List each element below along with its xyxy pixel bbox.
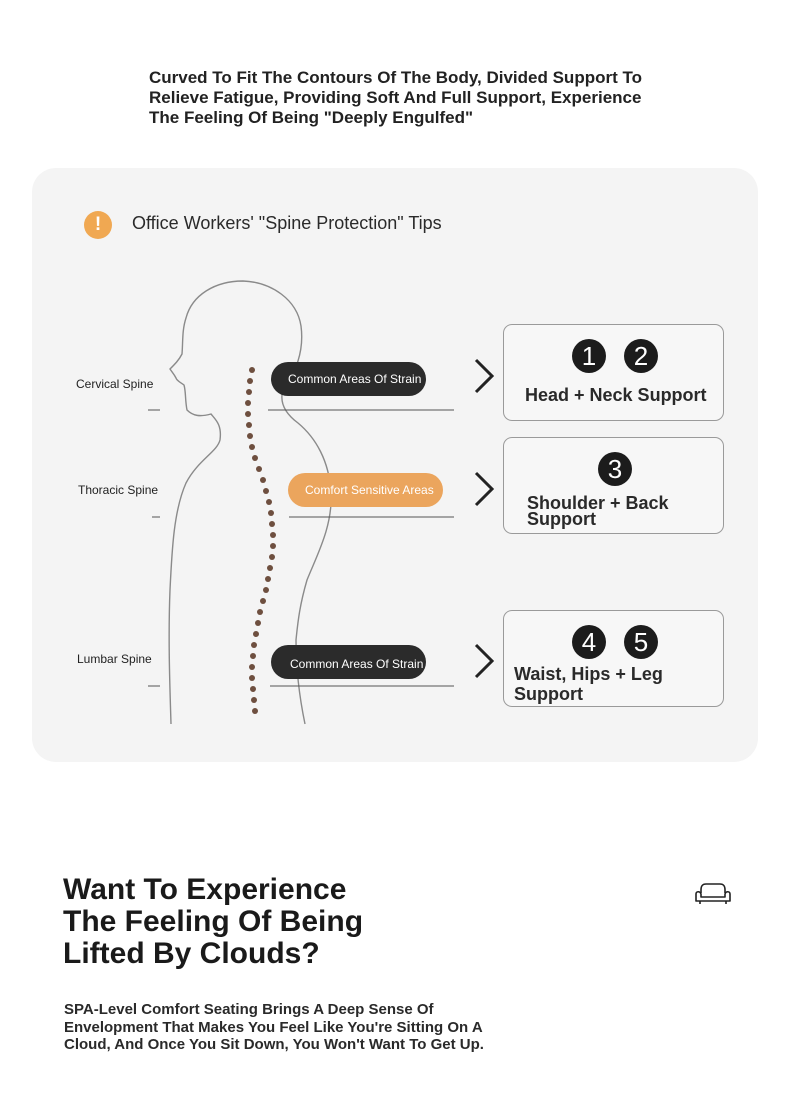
support-label: Waist, Hips + Leg Support: [514, 664, 663, 704]
tips-title: Office Workers' "Spine Protection" Tips: [132, 213, 442, 233]
support-label-line: Head + Neck Support: [525, 385, 707, 405]
number-badge: 5: [624, 625, 658, 659]
description-line: Envelopment That Makes You Feel Like You…: [64, 1018, 483, 1036]
hero-line: Lifted By Clouds?: [63, 937, 320, 970]
label-lumbar-spine: Lumbar Spine: [77, 652, 152, 666]
description-line: Cloud, And Once You Sit Down, You Won't …: [64, 1036, 484, 1053]
exclamation-icon: !: [84, 211, 112, 239]
number-badge: 3: [598, 452, 632, 486]
sofa-icon: [695, 883, 731, 904]
chevron-right-icon: [474, 643, 495, 679]
support-label: Head + Neck Support: [525, 385, 707, 405]
intro-text: Curved To Fit The Contours Of The Body, …: [149, 68, 649, 128]
support-label-line: Support: [514, 684, 583, 704]
pill-comfort: Comfort Sensitive Areas: [288, 473, 443, 507]
support-label: Shoulder + Back Support: [527, 493, 669, 529]
intro-line: Curved To Fit The Contours Of The Body, …: [149, 68, 642, 87]
support-box-waist-hips-leg: 4 5 Waist, Hips + Leg Support: [503, 610, 724, 707]
support-label-line: Support: [527, 509, 596, 529]
support-label-line: Waist, Hips + Leg: [514, 664, 663, 684]
support-box-shoulder-back: 3 Shoulder + Back Support: [503, 437, 724, 534]
hero-heading: Want To Experience The Feeling Of Being …: [63, 874, 363, 970]
number-badge: 4: [572, 625, 606, 659]
support-box-head-neck: 1 2 Head + Neck Support: [503, 324, 724, 421]
chevron-right-icon: [474, 358, 495, 394]
chevron-right-icon: [474, 471, 495, 507]
pill-strain-bottom: Common Areas Of Strain: [271, 645, 426, 679]
number-badge: 2: [624, 339, 658, 373]
hero-line: The Feeling Of Being: [63, 905, 364, 938]
hero-line: Want To Experience: [63, 873, 347, 906]
description-line: SPA-Level Comfort Seating Brings A Deep …: [64, 1001, 434, 1018]
support-label-line: Shoulder + Back: [527, 493, 669, 513]
label-cervical-spine: Cervical Spine: [76, 377, 154, 391]
number-badge: 1: [572, 339, 606, 373]
pill-strain-top: Common Areas Of Strain: [271, 362, 426, 396]
hero-description: SPA-Level Comfort Seating Brings A Deep …: [64, 1001, 484, 1054]
intro-line: Relieve Fatigue, Providing Soft And Full…: [149, 88, 642, 107]
intro-line: The Feeling Of Being "Deeply Engulfed": [149, 108, 474, 127]
label-thoracic-spine: Thoracic Spine: [78, 483, 159, 497]
